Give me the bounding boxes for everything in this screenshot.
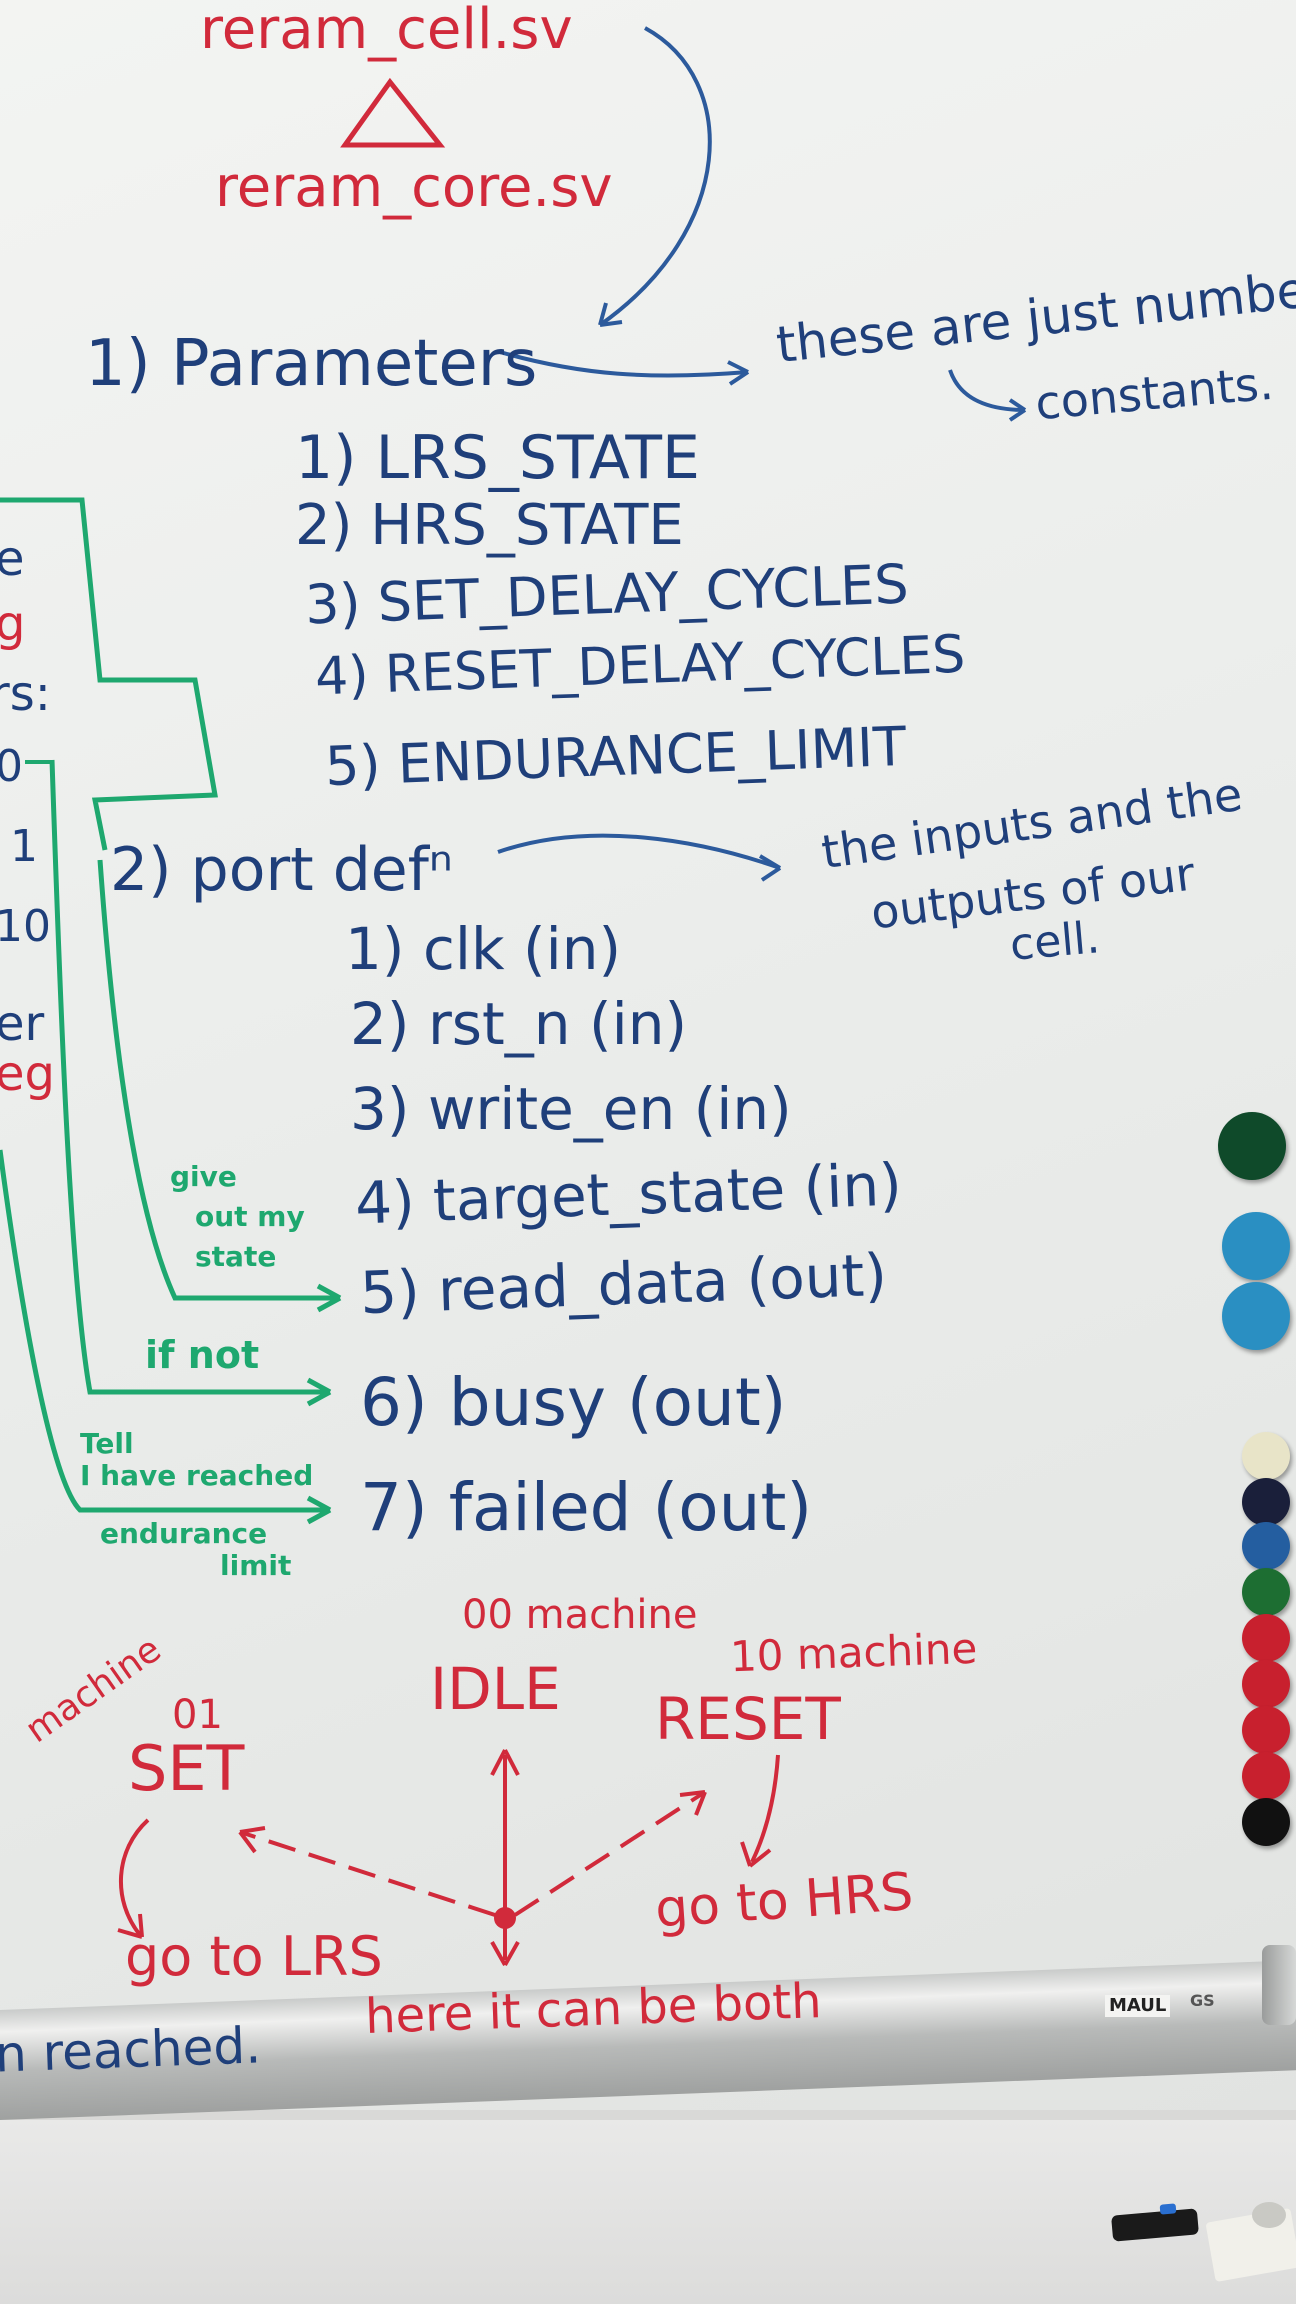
note-tell: limit — [220, 1549, 292, 1582]
hook-arrow — [948, 369, 1026, 412]
magnet-black — [1242, 1798, 1290, 1846]
fragment: g — [0, 596, 26, 652]
arrowhead — [490, 1941, 520, 1966]
magnet-green — [1242, 1568, 1290, 1616]
arrowhead — [740, 1841, 772, 1868]
fragment: e — [0, 531, 25, 587]
magnet-red — [1242, 1752, 1290, 1800]
magnet-dark-green — [1218, 1112, 1286, 1180]
arrowhead — [727, 360, 750, 386]
green-arrow-read-data — [97, 859, 340, 1301]
reset-label: 10 machine — [729, 1623, 979, 1682]
arrowhead — [1008, 398, 1027, 422]
fragment: eg — [0, 1046, 55, 1102]
arrowhead — [598, 302, 623, 327]
state-reset: RESET — [655, 1685, 841, 1753]
port-item: 5) read_data (out) — [358, 1240, 888, 1328]
arrowhead — [758, 854, 782, 882]
portdef-heading: 2) port defⁿ — [110, 835, 453, 905]
fragment: 10 — [0, 901, 51, 952]
params-arrow — [499, 350, 749, 378]
reset-to-hrs-arrow — [750, 1754, 780, 1863]
fragment: rs: — [0, 666, 51, 722]
fragment: 1 — [10, 821, 38, 872]
port-item: 4) target_state (in) — [353, 1150, 903, 1238]
magnet-blue — [1222, 1212, 1290, 1280]
port-item: 7) failed (out) — [360, 1469, 813, 1546]
green-bracket — [0, 497, 218, 851]
brand-mark: GS — [1190, 1991, 1215, 2010]
coin — [1252, 2202, 1286, 2228]
idle-label: 00 machine — [462, 1592, 698, 1638]
magnet-blue — [1222, 1282, 1290, 1350]
portdef-note-3: cell. — [1007, 912, 1102, 971]
parameter-item: 2) HRS_STATE — [295, 493, 684, 558]
magnet-cream — [1242, 1432, 1290, 1480]
arrowhead — [117, 1913, 144, 1939]
whiteboard — [0, 0, 1296, 2110]
go-to-lrs: go to LRS — [125, 1925, 383, 1988]
arrowhead — [490, 1749, 520, 1776]
note-give: state — [195, 1240, 277, 1273]
note-tell: Tell — [80, 1427, 134, 1460]
dashed-arrow-to-set — [239, 1830, 496, 1917]
magnet-navy — [1242, 1478, 1290, 1526]
fragment: er — [0, 996, 45, 1052]
triangle-symbol — [340, 77, 446, 148]
magnet-red — [1242, 1614, 1290, 1662]
fragment: n reached. — [0, 2016, 262, 2084]
note-give: out my — [195, 1200, 305, 1233]
note-tell: endurance — [100, 1517, 268, 1550]
frame-corner — [1262, 1945, 1296, 2025]
parameters-heading: 1) Parameters — [85, 327, 538, 401]
state-set: SET — [128, 1732, 245, 1805]
arrowhead — [306, 1377, 332, 1407]
arrowhead — [679, 1790, 707, 1816]
filename-core: reram_core.sv — [215, 155, 613, 220]
arrowhead — [238, 1826, 266, 1854]
dashed-arrow-to-reset — [513, 1790, 707, 1917]
port-item: 3) write_en (in) — [350, 1075, 792, 1143]
marker-cap-accent — [1159, 2203, 1177, 2215]
green-arrow-busy — [49, 759, 330, 1395]
fragment: 0 — [0, 741, 23, 792]
port-item: 1) clk (in) — [345, 915, 622, 983]
portdef-arrow — [497, 833, 781, 870]
port-item: 2) rst_n (in) — [350, 990, 688, 1058]
magnet-red — [1242, 1706, 1290, 1754]
port-item: 6) busy (out) — [360, 1364, 787, 1441]
magnet-red — [1242, 1660, 1290, 1708]
both-note: here it can be both — [364, 1973, 823, 2045]
arrowhead — [316, 1283, 342, 1313]
filename-cell: reram_cell.sv — [200, 0, 573, 62]
note-tell: I have reached — [80, 1459, 314, 1492]
note-if-not: if not — [145, 1333, 260, 1377]
brand-logo: MAUL — [1105, 1995, 1171, 2017]
state-idle: IDLE — [430, 1655, 561, 1723]
curve-arrow — [598, 26, 712, 327]
magnet-blue-small — [1242, 1522, 1290, 1570]
set-to-lrs-arrow — [119, 1818, 150, 1937]
parameter-item: 1) LRS_STATE — [295, 423, 700, 493]
table-surface — [0, 2120, 1296, 2304]
arrowhead — [306, 1495, 332, 1525]
green-arrow-failed — [0, 1149, 330, 1513]
set-label-code: 01 — [172, 1692, 223, 1738]
note-give: give — [170, 1160, 237, 1193]
